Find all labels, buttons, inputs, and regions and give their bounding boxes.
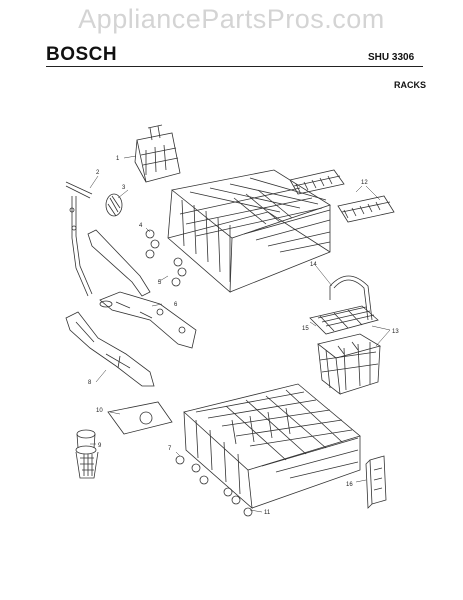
small-basket [365, 455, 387, 509]
callout-15: 15 [302, 326, 309, 332]
callout-labels: 1 2 3 4 5 6 7 8 9 10 11 12 13 14 15 16 [88, 156, 399, 516]
callout-4: 4 [139, 223, 143, 229]
leader-lines [89, 155, 391, 513]
callout-7: 7 [168, 446, 172, 452]
nozzle-part [105, 193, 123, 217]
callout-1: 1 [116, 156, 120, 162]
callout-12: 12 [361, 180, 368, 186]
section-title: RACKS [394, 80, 427, 90]
basket-cover [309, 305, 379, 335]
callout-14: 14 [310, 262, 317, 268]
upper-rack-wheels [145, 229, 187, 287]
callout-5: 5 [158, 280, 162, 286]
callout-2: 2 [96, 170, 100, 176]
spray-arm-lower [65, 311, 155, 387]
rack-handle [329, 275, 373, 321]
watermark-text: AppliancePartsPros.com [78, 4, 385, 34]
callout-3: 3 [122, 185, 126, 191]
silverware-basket-top [134, 124, 181, 183]
brand-logo: BOSCH [46, 44, 118, 65]
upper-rack [167, 169, 331, 293]
callout-11: 11 [264, 510, 271, 516]
model-number: SHU 3306 [368, 52, 415, 63]
callout-16: 16 [346, 482, 353, 488]
cup-shelf-2 [337, 195, 395, 223]
header-rule [46, 66, 423, 67]
callout-8: 8 [88, 380, 92, 386]
cup-shelf-1 [289, 169, 345, 195]
lower-rack [183, 383, 361, 509]
callout-9: 9 [98, 443, 102, 449]
spray-tube [65, 181, 93, 297]
filter-cylinder [75, 429, 99, 479]
callout-6: 6 [174, 302, 178, 308]
lower-rack-wheels [175, 455, 253, 517]
filter-plate [107, 401, 173, 435]
callout-13: 13 [392, 329, 399, 335]
silverware-basket-lower [317, 333, 382, 395]
callout-10: 10 [96, 408, 103, 414]
spray-arm-upper [87, 229, 197, 349]
